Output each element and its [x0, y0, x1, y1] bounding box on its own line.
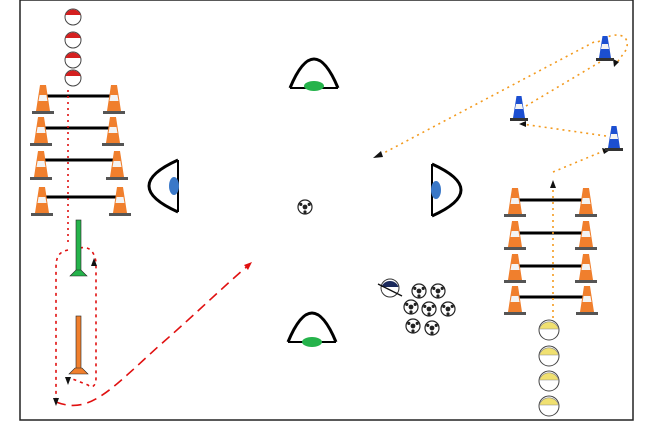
pole-icon — [69, 269, 88, 277]
path-arrow-icon — [373, 151, 383, 158]
pole-orange — [68, 315, 89, 375]
ladder-right — [504, 188, 598, 315]
player-icon — [64, 31, 82, 49]
ball-icon — [297, 199, 313, 215]
path-arrow-icon — [69, 246, 97, 388]
path-arrow-icon — [550, 180, 556, 188]
goal-icon — [431, 162, 463, 218]
goal-right — [431, 162, 463, 218]
ball-icon — [430, 283, 446, 299]
pole-green — [69, 219, 88, 277]
pole-icon — [75, 315, 82, 371]
player-icon — [538, 319, 560, 341]
goal-icon — [147, 158, 179, 214]
path-arrow-icon — [525, 61, 601, 107]
ladder-left — [30, 85, 131, 216]
player-icon — [377, 283, 403, 297]
path-arrow-icon — [519, 121, 526, 127]
path-arrow-icon — [55, 249, 69, 400]
path-arrow-icon — [53, 398, 59, 406]
path-arrow-icon — [379, 41, 595, 156]
path-arrow-icon — [244, 262, 252, 270]
player-icon — [538, 345, 560, 367]
ball-icon — [403, 299, 419, 315]
player-icon — [64, 69, 82, 87]
ball-icon — [440, 301, 456, 317]
goal-top — [288, 57, 340, 91]
player-icon — [64, 8, 82, 26]
ball-icon — [424, 320, 440, 336]
player-icon — [64, 51, 82, 69]
path-arrow-icon — [521, 123, 607, 137]
goal-icon — [302, 337, 322, 347]
ball-icon — [405, 318, 421, 334]
pole-icon — [75, 219, 82, 273]
player-icon — [381, 280, 399, 287]
goal-icon — [431, 181, 441, 199]
path-arrow-icon — [55, 263, 251, 407]
player-icon — [538, 370, 560, 392]
goal-icon — [304, 81, 324, 91]
goal-bottom — [286, 311, 338, 347]
goal-icon — [286, 311, 338, 343]
path-red — [55, 90, 251, 407]
goal-icon — [288, 57, 340, 89]
path-arrow-icon — [65, 377, 71, 385]
path-arrow-icon — [613, 59, 619, 67]
ball-icon — [421, 301, 437, 317]
ball-icon — [411, 283, 427, 299]
path-arrow-icon — [91, 258, 97, 266]
goal-left — [147, 158, 179, 214]
player-icon — [538, 395, 560, 417]
coach — [377, 278, 403, 298]
goal-icon — [169, 177, 179, 195]
pole-icon — [68, 367, 89, 375]
